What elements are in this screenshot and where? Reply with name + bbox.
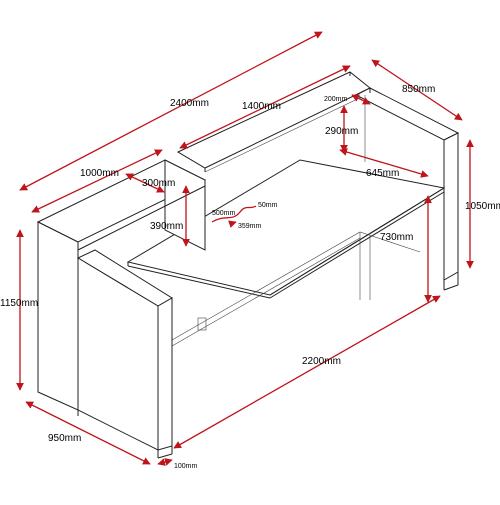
desk-outline [36, 71, 460, 459]
label-top-shelf-length: 1400mm [242, 101, 281, 112]
dim-line-1000 [31, 149, 163, 213]
label-plinth: 100mm [174, 463, 198, 470]
dimension-labels: 2400mm 1400mm 1000mm 850mm 200mm 290mm 3… [0, 84, 500, 470]
dim-line-1400 [179, 65, 351, 149]
label-total-length: 2400mm [170, 98, 209, 109]
label-desk-depth: 645mm [366, 168, 399, 179]
label-shelf-depth: 200mm [324, 96, 348, 103]
dim-line-100 [157, 458, 173, 466]
front-return-end [157, 297, 173, 451]
label-block-height: 390mm [150, 221, 183, 232]
label-block-width: 300mm [142, 178, 175, 189]
label-desk-height: 730mm [380, 232, 413, 243]
label-left-depth: 950mm [48, 433, 81, 444]
dimension-lines [16, 31, 474, 466]
dim-line-645 [339, 148, 429, 178]
dim-line-850 [371, 59, 463, 121]
label-cable-width: 500mm [212, 210, 236, 217]
left-side-panel [37, 221, 79, 411]
dim-line-300 [125, 173, 165, 193]
right-return-front [443, 132, 459, 281]
dim-line-200 [351, 94, 371, 105]
right-return-panel [354, 87, 460, 141]
label-upper-step-height: 290mm [325, 126, 358, 137]
label-left-section-length: 1000mm [80, 168, 119, 179]
label-desk-length: 2200mm [302, 356, 341, 367]
dim-line-2200 [173, 295, 441, 449]
label-depth: 850mm [402, 84, 435, 95]
back-shelf-top [176, 71, 371, 169]
dim-line-950 [25, 401, 151, 465]
label-cable-length: 359mm [238, 223, 262, 230]
label-right-height: 1050mm [465, 201, 500, 212]
label-cable-offset: 50mm [258, 202, 278, 209]
label-front-height: 1150mm [0, 298, 38, 309]
cable-outlet-curve [211, 205, 257, 223]
